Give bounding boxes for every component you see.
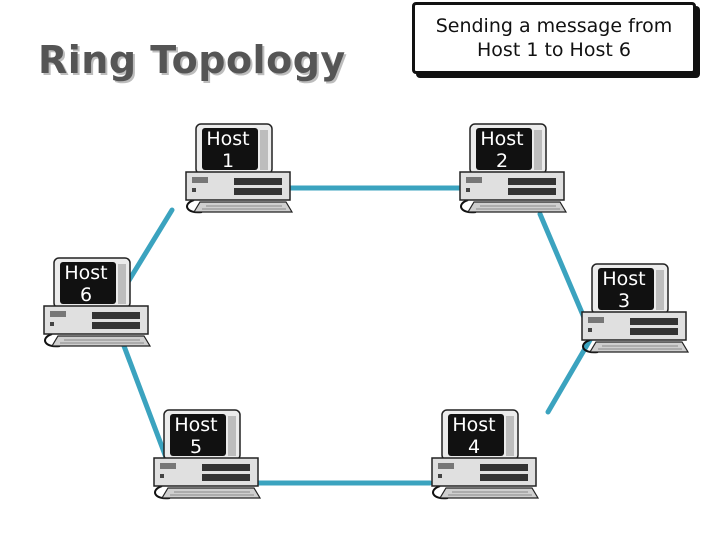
computer-icon	[43, 257, 152, 348]
host-5: Host 5	[150, 408, 270, 500]
host-label-line-2: 4	[467, 436, 481, 458]
host-label: Host 1	[202, 128, 254, 172]
callout-line-1: Sending a message from	[435, 15, 673, 37]
host-1: Host 1	[182, 122, 302, 214]
diagram-title: Ring Topology	[38, 38, 346, 82]
host-label-line-1: Host	[174, 414, 218, 436]
host-label-line-1: Host	[480, 128, 524, 150]
host-label-line-2: 3	[617, 290, 631, 312]
host-2: Host 2	[456, 122, 576, 214]
host-label: Host 5	[170, 414, 222, 458]
host-label-line-1: Host	[602, 268, 646, 290]
computer-icon	[153, 409, 262, 500]
message-callout: Sending a message from Host 1 to Host 6	[412, 2, 696, 74]
computer-icon	[431, 409, 540, 500]
computer-icon	[459, 123, 568, 214]
host-label: Host 2	[476, 128, 528, 172]
host-label-line-1: Host	[452, 414, 496, 436]
host-label-line-1: Host	[64, 262, 108, 284]
host-label: Host 3	[598, 268, 650, 312]
host-3: Host 3	[578, 262, 698, 354]
host-4: Host 4	[428, 408, 548, 500]
host-label-line-2: 6	[79, 284, 93, 306]
host-label: Host 4	[448, 414, 500, 458]
computer-icon	[581, 263, 690, 354]
host-label-line-1: Host	[206, 128, 250, 150]
host-label-line-2: 5	[189, 436, 203, 458]
host-6: Host 6	[40, 256, 160, 348]
host-label: Host 6	[60, 262, 112, 306]
link-host5-host6	[121, 343, 173, 471]
link-host3-host4	[545, 337, 593, 415]
host-label-line-2: 1	[221, 150, 235, 172]
callout-line-2: Host 1 to Host 6	[477, 39, 631, 61]
computer-icon	[185, 123, 294, 214]
link-host6-host1	[125, 207, 175, 285]
host-label-line-2: 2	[495, 150, 509, 172]
